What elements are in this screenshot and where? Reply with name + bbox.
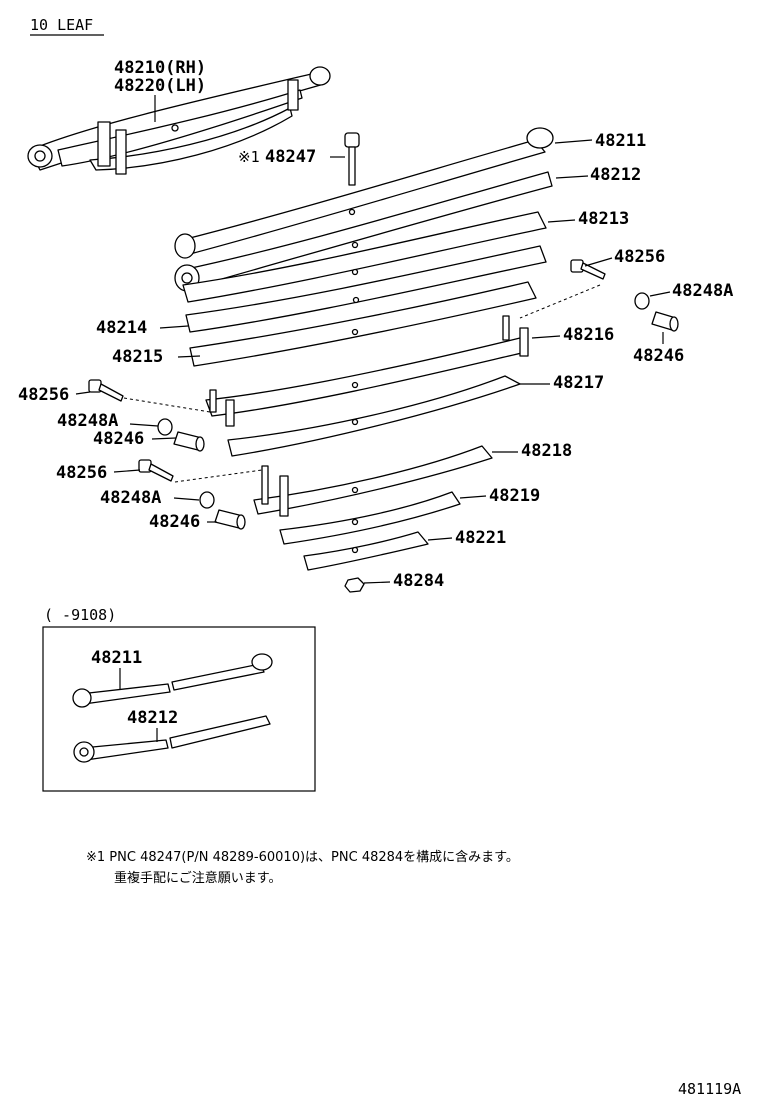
leaf-48221 — [303, 531, 429, 571]
leaf-48213 — [182, 211, 547, 303]
bushing-48246-lower — [214, 509, 246, 530]
leader-48221 — [427, 537, 453, 541]
footnote-line-2: 重複手配にご注意願います。 — [114, 870, 281, 886]
figure-id: 481119A — [678, 1080, 741, 1098]
label-48214: 48214 — [96, 318, 147, 338]
assembly-label-rh: 48210(RH) — [114, 58, 206, 78]
leader-48215 — [177, 355, 201, 358]
leaf-spring-assembly — [27, 66, 331, 175]
label-48217: 48217 — [553, 373, 604, 393]
bolt-path-right — [519, 284, 601, 319]
assembly-label-lh: 48220(LH) — [114, 76, 206, 96]
leader-48256-right — [584, 257, 613, 267]
leader-48256-lower — [113, 469, 141, 473]
label-48212: 48212 — [590, 165, 641, 185]
leaf-48211 — [174, 127, 554, 259]
bushing-48248a-lower — [199, 491, 215, 509]
leaf-48217 — [227, 375, 521, 457]
label-48248a-middle: 48248A — [57, 411, 118, 431]
bushing-48248a-right — [634, 292, 650, 310]
inset-box — [42, 626, 316, 792]
bolt-48256-middle — [88, 379, 124, 402]
leader-48284 — [363, 581, 391, 584]
bolt-48256-right — [570, 259, 606, 280]
label-48246-right: 48246 — [633, 346, 684, 366]
inset-leaf-48212 — [73, 715, 271, 763]
leaf-48215 — [189, 281, 537, 367]
label-48248a-lower: 48248A — [100, 488, 161, 508]
nut-48284 — [344, 577, 365, 593]
bushing-48246-right — [651, 311, 679, 332]
leader-48213 — [547, 219, 576, 223]
label-48256-middle: 48256 — [18, 385, 69, 405]
bolt-path-middle — [123, 397, 211, 413]
label-48221: 48221 — [455, 528, 506, 548]
inset-range-label: ( -9108) — [44, 606, 116, 624]
note-mark-48247: ※1 — [238, 148, 260, 166]
label-48216: 48216 — [563, 325, 614, 345]
footnote-line-1: ※1 PNC 48247(P/N 48289-60010)は、PNC 48284… — [86, 849, 519, 865]
label-48256-lower: 48256 — [56, 463, 107, 483]
diagram-title: 10 LEAF — [30, 16, 93, 34]
inset-label-48212: 48212 — [127, 708, 178, 728]
leaf-48218 — [253, 445, 493, 517]
leader-48214 — [159, 325, 189, 329]
bushing-48248a-middle — [157, 418, 173, 436]
label-48246-lower: 48246 — [149, 512, 200, 532]
label-48246-middle: 48246 — [93, 429, 144, 449]
leader-48248a-middle — [129, 423, 159, 427]
label-48256-right: 48256 — [614, 247, 665, 267]
leader-48256-middle — [75, 391, 91, 395]
leader-48248a-lower — [173, 497, 200, 501]
leaf-48216 — [205, 315, 529, 427]
label-48213: 48213 — [578, 209, 629, 229]
leaf-48214 — [185, 245, 547, 333]
label-48247: 48247 — [265, 147, 316, 167]
leaf-48219 — [279, 491, 461, 545]
label-48248a-right: 48248A — [672, 281, 733, 301]
bushing-48246-middle — [173, 431, 205, 452]
inset-label-48211: 48211 — [91, 648, 142, 668]
center-bolt-48247 — [344, 132, 360, 186]
leader-48211 — [554, 139, 593, 144]
label-48211: 48211 — [595, 131, 646, 151]
leader-48219 — [459, 495, 487, 499]
leader-48248a-right — [649, 291, 671, 297]
label-48215: 48215 — [112, 347, 163, 367]
label-48284: 48284 — [393, 571, 444, 591]
leader-48216 — [531, 335, 561, 339]
leader-48212 — [555, 175, 589, 179]
leader-48246-middle — [151, 437, 177, 440]
bolt-48256-lower — [138, 459, 174, 482]
bolt-path-lower — [174, 469, 263, 483]
label-48219: 48219 — [489, 486, 540, 506]
inset-leaf-48211 — [72, 653, 273, 708]
label-48218: 48218 — [521, 441, 572, 461]
